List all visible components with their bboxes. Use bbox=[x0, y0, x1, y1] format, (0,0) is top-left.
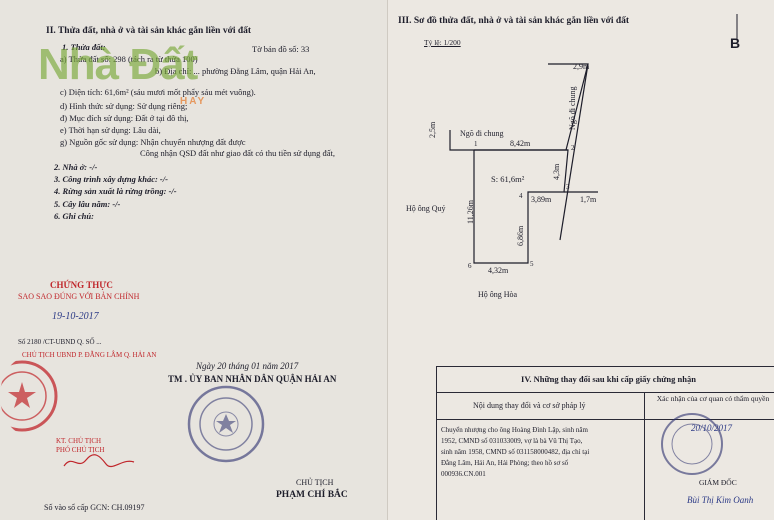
parcel-number: a) Thửa đất số: 298 (tách ra từ thửa 100… bbox=[60, 54, 198, 64]
dim-2-5m: 2,5m bbox=[428, 121, 437, 138]
usage-origin-2: Công nhận QSD đất như giao đất có thu ti… bbox=[140, 148, 336, 158]
perennial-line: 5. Cây lâu năm: -/- bbox=[54, 199, 121, 209]
point-5: 5 bbox=[530, 260, 534, 268]
dim-8-42m: 8,42m bbox=[510, 139, 531, 148]
official-stamp-ward bbox=[0, 360, 58, 432]
parcel-sketch: 1 2 3 4 5 6 bbox=[449, 63, 598, 270]
change-line-1: Chuyển nhượng cho ông Hoàng Đình Lập, si… bbox=[441, 426, 588, 434]
point-6: 6 bbox=[468, 262, 472, 270]
chair-title: CHỦ TỊCH bbox=[296, 478, 334, 487]
dim-2-9m: 2,9m bbox=[573, 62, 590, 71]
chair-name: PHẠM CHÍ BẮC bbox=[276, 490, 348, 500]
point-3: 3 bbox=[566, 183, 570, 191]
point-1: 1 bbox=[474, 140, 478, 148]
change-line-3: sinh năm 1958, CMND số 031158000482, địa… bbox=[441, 448, 590, 456]
forest-line: 4. Rừng sản xuất là rừng trồng: -/- bbox=[54, 186, 177, 196]
usage-origin: g) Nguồn gốc sử dụng: Nhận chuyển nhượng… bbox=[60, 137, 246, 147]
change-line-5: 000936.CN.001 bbox=[441, 470, 486, 478]
issue-date: Ngày 20 tháng 01 năm 2017 bbox=[196, 361, 299, 371]
certify-line: SAO SAO ĐÚNG VỚI BẢN CHÍNH bbox=[18, 292, 140, 301]
changes-col-confirm: Xác nhận của cơ quan có thẩm quyền bbox=[656, 394, 770, 403]
confirm-date: 20/10/2017 bbox=[691, 423, 733, 433]
map-scale: Tỷ lệ: 1/200 bbox=[424, 38, 461, 47]
dim-11-26m: 11,26m bbox=[466, 200, 475, 224]
change-line-4: Đằng Lâm, Hải An, Hải Phòng; theo hồ sơ … bbox=[441, 459, 569, 467]
dim-4-3m: 4,3m bbox=[552, 163, 561, 180]
issuing-authority: TM . ỦY BAN NHÂN DÂN QUẬN HẢI AN bbox=[168, 374, 337, 384]
watermark-tag: HAY bbox=[180, 96, 207, 107]
changes-table-title: IV. Những thay đổi sau khi cấp giấy chứn… bbox=[437, 367, 774, 393]
usage-term: e) Thời hạn sử dụng: Lâu dài, bbox=[60, 125, 161, 135]
bottom-neighbor-label: Hộ ông Hòa bbox=[478, 290, 518, 299]
certify-sign-title-1: KT. CHỦ TỊCH bbox=[56, 437, 102, 445]
parcel-area: c) Diện tích: 61,6m² (sáu mươi mốt phẩy … bbox=[60, 87, 256, 97]
other-works-line: 3. Công trình xây dựng khác: -/- bbox=[54, 174, 168, 184]
point-4: 4 bbox=[519, 192, 523, 200]
certificate-page-left: II. Thửa đất, nhà ở và tài sản khác gắn … bbox=[0, 0, 387, 520]
dim-1-7m: 1,7m bbox=[580, 195, 597, 204]
certify-org: CHỦ TỊCH UBND P. ĐẰNG LÂM Q. HẢI AN bbox=[22, 351, 157, 359]
certify-title: CHỨNG THỰC bbox=[50, 280, 113, 290]
dim-4-32m: 4,32m bbox=[488, 266, 509, 275]
map-sheet-number: Tờ bản đồ số: 33 bbox=[252, 44, 310, 54]
dim-6-86m: 6,86m bbox=[516, 225, 525, 246]
usage-purpose: đ) Mục đích sử dụng: Đất ở tại đô thị, bbox=[60, 113, 189, 123]
certify-date: 19-10-2017 bbox=[52, 311, 99, 322]
changes-table: IV. Những thay đổi sau khi cấp giấy chứn… bbox=[436, 366, 774, 520]
section-ii-title: II. Thửa đất, nhà ở và tài sản khác gắn … bbox=[46, 26, 252, 36]
certify-signature bbox=[63, 454, 135, 468]
change-line-2: 1952, CMND số 031033009, vợ là bà Vũ Thị… bbox=[441, 437, 583, 445]
usage-form: d) Hình thức sử dụng: Sử dụng riêng; bbox=[60, 101, 188, 111]
parcel-address: b) Địa chỉ: ... phường Đằng Lâm, quận Hả… bbox=[155, 66, 316, 76]
changes-col-content: Nội dung thay đổi và cơ sở pháp lý bbox=[473, 401, 586, 410]
official-stamp-district bbox=[187, 385, 265, 463]
gcn-number: Số vào sổ cấp GCN: CH.09197 bbox=[44, 503, 145, 512]
alley-right-label: Ngõ đi chung bbox=[568, 86, 577, 130]
house-line: 2. Nhà ở: -/- bbox=[54, 162, 98, 172]
north-indicator: B bbox=[730, 35, 741, 51]
certificate-page-right: III. Sơ đồ thửa đất, nhà ở và tài sản kh… bbox=[387, 0, 774, 520]
certify-sign-title-2: PHÓ CHỦ TỊCH bbox=[56, 446, 105, 454]
certify-number: Số 2180 /CT-UBND Q. SỐ ... bbox=[18, 338, 102, 346]
director-name: Bùi Thị Kim Oanh bbox=[687, 495, 754, 505]
point-2: 2 bbox=[571, 144, 575, 152]
parcel-area-label: S: 61,6m² bbox=[491, 174, 525, 184]
director-title: GIÁM ĐỐC bbox=[699, 478, 737, 487]
north-arrow-icon bbox=[736, 14, 738, 40]
office-stamp bbox=[661, 413, 723, 475]
left-neighbor-label: Hộ ông Quý bbox=[406, 204, 446, 213]
alley-top-label: Ngõ đi chung bbox=[460, 129, 504, 138]
watermark-logo: Nhà Đất bbox=[38, 40, 198, 89]
section-iii-title: III. Sơ đồ thửa đất, nhà ở và tài sản kh… bbox=[398, 16, 630, 26]
parcel-heading: 1. Thửa đất: bbox=[62, 42, 106, 52]
dim-3-89m: 3,89m bbox=[531, 195, 552, 204]
note-line: 6. Ghi chú: bbox=[54, 211, 94, 221]
